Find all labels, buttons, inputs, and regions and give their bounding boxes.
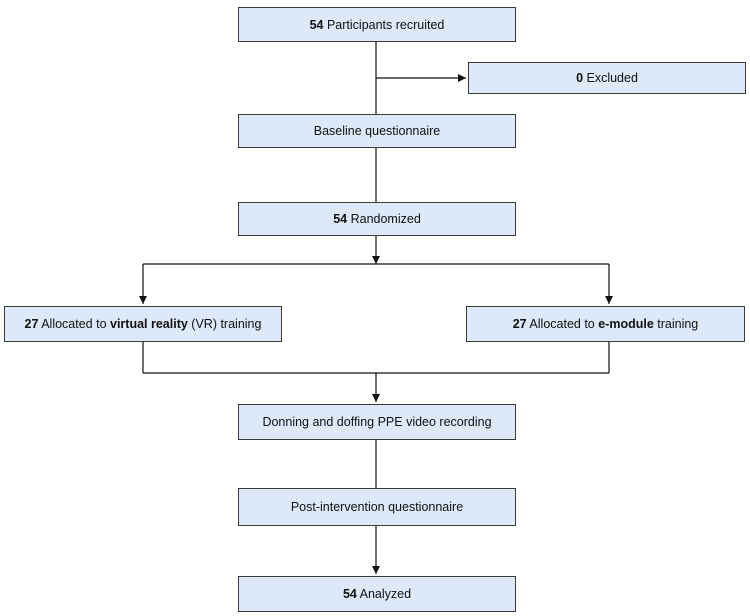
- randomized-count: 54: [333, 212, 348, 226]
- box-participants-recruited: 54 Participants recruited: [238, 7, 516, 42]
- box-allocated-vr: 27 Allocated to virtual reality (VR) tra…: [4, 306, 282, 342]
- analyzed-count: 54: [342, 587, 357, 601]
- excluded-count: 0: [576, 71, 584, 85]
- emodule-label-emphasis: e-module: [598, 317, 654, 331]
- box-excluded: 0 Excluded: [468, 62, 746, 94]
- recording-label: Donning and doffing PPE video recording: [262, 415, 492, 429]
- post-label: Post-intervention questionnaire: [290, 500, 464, 514]
- recruited-label: Participants recruited: [323, 17, 445, 32]
- emodule-label-pre: Allocated to: [526, 317, 599, 331]
- vr-count: 27: [24, 317, 39, 331]
- excluded-label: Excluded: [583, 71, 638, 85]
- analyzed-label: Analyzed: [356, 587, 412, 601]
- vr-label-post: (VR) training: [187, 317, 262, 331]
- recruited-count: 54: [309, 17, 324, 32]
- baseline-label: Baseline questionnaire: [313, 124, 441, 138]
- box-baseline-questionnaire: Baseline questionnaire: [238, 114, 516, 148]
- box-video-recording: Donning and doffing PPE video recording: [238, 404, 516, 440]
- box-analyzed: 54 Analyzed: [238, 576, 516, 612]
- box-post-intervention-questionnaire: Post-intervention questionnaire: [238, 488, 516, 526]
- randomized-label: Randomized: [347, 212, 421, 226]
- emodule-count: 27: [512, 317, 527, 331]
- vr-label-emphasis: virtual reality: [110, 317, 188, 331]
- vr-label-pre: Allocated to: [38, 317, 110, 331]
- box-randomized: 54 Randomized: [238, 202, 516, 236]
- emodule-label-post: training: [653, 317, 699, 331]
- box-allocated-emodule: 27 Allocated to e-module training: [466, 306, 745, 342]
